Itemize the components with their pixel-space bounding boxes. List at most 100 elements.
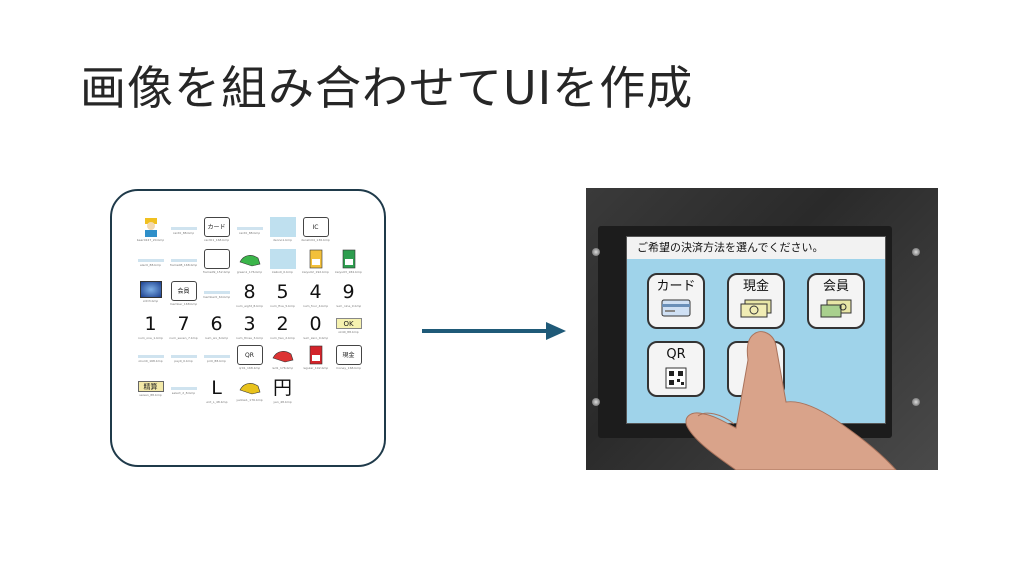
asset-bar-thumb xyxy=(137,355,164,358)
asset-bar-thumb xyxy=(170,227,197,230)
asset-filename: denshi04_136.bmp xyxy=(301,238,330,242)
asset-filename: ok40_88.bmp xyxy=(338,330,359,334)
asset-cell: regular_192.bmp xyxy=(299,345,332,377)
asset-lcd-thumb xyxy=(139,281,162,298)
asset-cell: red1_176.bmp xyxy=(266,345,299,377)
asset-filename: keiyu03_184.bmp xyxy=(335,270,362,274)
fuel-nozzle-icon xyxy=(272,351,293,363)
asset-digit: 3 xyxy=(243,313,256,335)
asset-digit: 4 xyxy=(309,281,322,303)
asset-filename: kaiko0_0.bmp xyxy=(272,270,293,274)
asset-button-label: 現金 xyxy=(342,351,355,359)
asset-filename: pay0_0.bmp xyxy=(174,359,193,363)
asset-cell: member0_64.bmp xyxy=(200,281,233,313)
asset-filename: kaiyu02_192.bmp xyxy=(302,270,329,274)
asset-filename: yellow1_176.bmp xyxy=(236,398,263,402)
asset-button-label: カード xyxy=(207,223,226,231)
qr-code-icon xyxy=(665,367,687,389)
credit-card-icon xyxy=(661,299,691,317)
screw-icon xyxy=(592,248,600,256)
screw-icon xyxy=(912,248,920,256)
worker-icon xyxy=(144,218,157,237)
asset-grid: bear0247_20.bmp card0_88.bmp カード card01_168… xyxy=(134,217,365,409)
asset-cell: select_d_8.bmp xyxy=(167,377,200,409)
kiosk-qr-button[interactable]: QR xyxy=(647,341,705,397)
asset-filename: num_zero_0.bmp xyxy=(302,336,329,340)
asset-filename: elec0_88.bmp xyxy=(139,263,162,267)
asset-cell: frame08_168.bmp xyxy=(167,249,200,281)
asset-filename: num_four_4.bmp xyxy=(302,304,329,308)
kiosk-button-label: カード xyxy=(656,279,696,294)
asset-filename: card01_168.bmp xyxy=(203,238,230,242)
asset-empty-thumb xyxy=(336,217,362,237)
asset-filename: num_seven_7.bmp xyxy=(169,336,198,340)
asset-digit: L xyxy=(211,377,222,399)
asset-digit: 7 xyxy=(177,313,190,335)
asset-cell: bear0247_20.bmp xyxy=(134,217,167,249)
fuel-tag-icon xyxy=(309,249,322,269)
asset-filename: card0_88.bmp xyxy=(172,231,195,235)
kiosk-member-button[interactable]: 会員 xyxy=(807,273,865,329)
asset-filename: select_d_8.bmp xyxy=(171,391,196,395)
asset-tag-thumb xyxy=(303,249,329,269)
asset-bar-thumb xyxy=(170,259,197,262)
asset-button-label: 会員 xyxy=(177,287,190,295)
asset-filename: green1_176.bmp xyxy=(236,270,263,274)
asset-filename: bear0247_20.bmp xyxy=(136,238,165,242)
asset-filename: num_nine_9.bmp xyxy=(335,304,362,308)
asset-digit: 9 xyxy=(342,281,355,303)
asset-cell: card0_88.bmp xyxy=(233,217,266,249)
asset-digit: 2 xyxy=(276,313,289,335)
asset-filename: num_one_1.bmp xyxy=(138,336,163,340)
kiosk-cash-button[interactable]: 現金 xyxy=(727,273,785,329)
asset-filename: card0_88.bmp xyxy=(238,231,261,235)
asset-worker-thumb xyxy=(138,217,164,237)
asset-cell: denno1.bmp xyxy=(266,217,299,249)
asset-filename: num_five_5.bmp xyxy=(270,304,295,308)
fuel-tag-icon xyxy=(309,345,322,365)
asset-digit: 5 xyxy=(276,281,289,303)
asset-cell: elec0_88.bmp xyxy=(134,249,167,281)
asset-button-thumb: 現金 xyxy=(335,345,362,365)
asset-filename: LCD3.bmp xyxy=(142,299,159,303)
asset-bar-thumb xyxy=(203,355,230,358)
asset-cell: 会員 member_168.bmp xyxy=(167,281,200,313)
kiosk-card-button[interactable]: カード xyxy=(647,273,705,329)
fuel-nozzle-icon xyxy=(239,383,260,395)
asset-button-label: IC xyxy=(312,223,319,231)
cash-icon xyxy=(740,299,772,318)
asset-bar-thumb xyxy=(203,291,230,294)
asset-filename: num_three_3.bmp xyxy=(235,336,264,340)
asset-filename: qr01_168.bmp xyxy=(238,366,261,370)
asset-cell xyxy=(332,217,365,249)
asset-cell xyxy=(332,377,365,409)
asset-filename: okuri0_168.bmp xyxy=(138,359,163,363)
asset-cell xyxy=(299,377,332,409)
screw-icon xyxy=(912,398,920,406)
fuel-nozzle-icon xyxy=(239,255,260,267)
asset-cell: LCD3.bmp xyxy=(134,281,167,313)
asset-filename: member_168.bmp xyxy=(169,302,198,306)
asset-filename: frame09_152.bmp xyxy=(202,270,231,274)
kiosk-button-label: QR xyxy=(666,347,686,362)
asset-filename: money_168.bmp xyxy=(335,366,362,370)
asset-bar-thumb xyxy=(170,387,197,390)
asset-filename: regular_192.bmp xyxy=(302,366,329,370)
asset-bar-thumb xyxy=(236,227,263,230)
asset-filename: num_eight_8.bmp xyxy=(236,304,263,308)
asset-filename: pri0_88.bmp xyxy=(207,359,226,363)
asset-filename: member0_64.bmp xyxy=(202,295,231,299)
asset-filename: red1_176.bmp xyxy=(271,366,294,370)
